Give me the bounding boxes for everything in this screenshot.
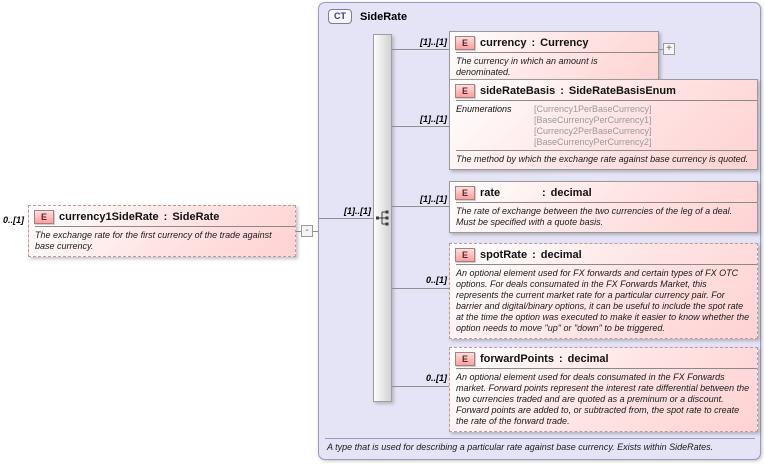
connector-line: [392, 126, 449, 127]
complex-type-container: CT SideRate [1]..[1] [1]..[1] [1]..[1] […: [318, 2, 761, 460]
divider: [35, 226, 295, 227]
divider: [456, 264, 757, 265]
complex-type-title: SideRate: [360, 10, 408, 23]
expand-toggle[interactable]: +: [663, 43, 675, 55]
cardinality-label: 0..[1]: [425, 275, 447, 285]
element-header: E rate : decimal: [450, 182, 757, 202]
element-type: SideRate: [172, 211, 220, 223]
connector-line: [392, 206, 449, 207]
enumerations-section: Enumerations [Currency1PerBaseCurrency] …: [450, 101, 757, 150]
element-icon: E: [34, 210, 54, 224]
sequence-icon: [374, 209, 391, 232]
connector-line: [319, 218, 373, 219]
sequence-bar: [373, 34, 392, 402]
divider: [325, 438, 755, 439]
element-name: forwardPoints: [480, 353, 554, 365]
cardinality-label: [1]..[1]: [420, 37, 447, 47]
element-icon: E: [455, 84, 475, 98]
element-currency1SideRate[interactable]: E currency1SideRate : SideRate The excha…: [28, 205, 296, 257]
connector-line: [296, 231, 301, 232]
type-separator: :: [532, 249, 536, 261]
element-name: sideRateBasis: [480, 85, 556, 97]
element-type: decimal: [567, 353, 609, 365]
element-sideRateBasis[interactable]: E sideRateBasis : SideRateBasisEnum Enum…: [449, 79, 758, 170]
element-icon: E: [455, 248, 475, 262]
element-icon: E: [455, 352, 475, 366]
connector-line: [392, 288, 449, 289]
element-header: E sideRateBasis : SideRateBasisEnum: [450, 80, 757, 100]
connector-line: [392, 49, 449, 50]
element-header: E spotRate : decimal: [450, 244, 757, 264]
connector-line: [313, 231, 318, 232]
element-header: E forwardPoints : decimal: [450, 348, 757, 368]
element-name: currency1SideRate: [59, 211, 159, 223]
element-forwardPoints[interactable]: E forwardPoints : decimal An optional el…: [449, 347, 758, 432]
cardinality-label: 0..[1]: [425, 373, 447, 383]
element-type: Currency: [540, 37, 589, 49]
enumeration-value: [BaseCurrencyPerCurrency2]: [534, 137, 652, 147]
element-type: SideRateBasisEnum: [568, 85, 676, 97]
source-cardinality-label: 0..[1]: [3, 215, 25, 225]
enumerations-label: Enumerations: [456, 104, 512, 114]
complex-type-annotation: A type that is used for describing a par…: [327, 442, 714, 452]
enumeration-value: [Currency1PerBaseCurrency]: [534, 104, 652, 114]
element-rate[interactable]: E rate : decimal The rate of exchange be…: [449, 181, 758, 233]
complex-type-header[interactable]: CT SideRate: [328, 9, 407, 24]
element-type: decimal: [550, 187, 592, 199]
element-icon: E: [455, 186, 475, 200]
collapse-toggle[interactable]: -: [301, 225, 313, 237]
element-description: An optional element used for deals consu…: [456, 372, 750, 426]
type-separator: :: [531, 37, 536, 49]
element-currency[interactable]: E currency : Currency The currency in wh…: [449, 31, 659, 83]
incoming-cardinality-label: [1]..[1]: [344, 206, 371, 216]
enumeration-value: [BaseCurrencyPerCurrency1]: [534, 115, 652, 125]
element-spotRate[interactable]: E spotRate : decimal An optional element…: [449, 243, 758, 339]
divider: [456, 368, 757, 369]
type-separator: :: [558, 353, 563, 365]
complex-type-icon: CT: [328, 9, 352, 24]
element-description: The method by which the exchange rate ag…: [456, 154, 749, 164]
element-description: The rate of exchange between the two cur…: [456, 206, 733, 227]
element-header: E currency1SideRate : SideRate: [29, 206, 295, 226]
element-name: spotRate: [480, 249, 528, 261]
cardinality-label: [1]..[1]: [420, 114, 447, 124]
enumeration-values: [Currency1PerBaseCurrency] [BaseCurrency…: [534, 104, 652, 148]
connector-line: [659, 49, 663, 50]
cardinality-label: [1]..[1]: [420, 194, 447, 204]
element-description: The currency in which an amount is denom…: [456, 56, 598, 77]
connector-line: [392, 386, 449, 387]
element-icon: E: [455, 36, 475, 50]
element-description: An optional element used for FX forwards…: [456, 268, 750, 333]
type-separator: :: [163, 211, 168, 223]
type-separator: :: [560, 85, 564, 97]
element-description: The exchange rate for the first currency…: [35, 230, 272, 251]
element-name: rate: [480, 187, 501, 199]
divider: [456, 150, 757, 151]
element-name: currency: [480, 37, 527, 49]
type-separator: :: [542, 187, 546, 199]
divider: [456, 202, 757, 203]
element-type: decimal: [540, 249, 582, 261]
divider: [456, 52, 658, 53]
enumeration-value: [Currency2PerBaseCurrency]: [534, 126, 652, 136]
element-header: E currency : Currency: [450, 32, 658, 52]
divider: [456, 100, 757, 101]
